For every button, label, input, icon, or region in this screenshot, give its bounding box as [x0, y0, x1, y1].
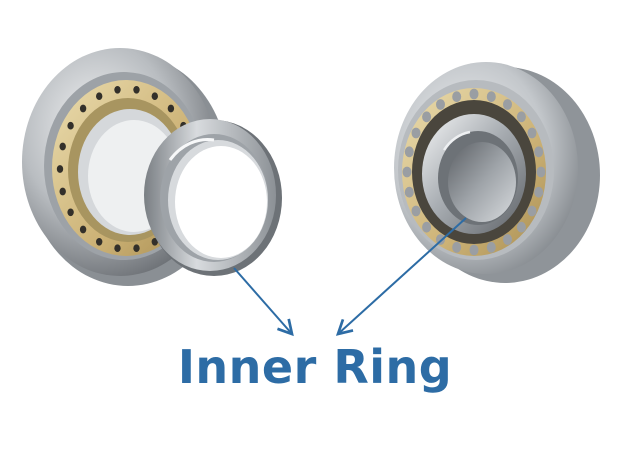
- roller: [516, 221, 526, 233]
- roller: [422, 221, 432, 233]
- roller: [79, 104, 87, 113]
- roller: [516, 111, 526, 123]
- roller: [404, 186, 414, 198]
- roller: [469, 244, 479, 256]
- roller: [411, 127, 421, 139]
- double-row-cylindrical-roller-bearing-icon: [394, 62, 600, 283]
- roller: [151, 237, 158, 246]
- roller: [469, 88, 479, 100]
- roller: [67, 208, 74, 217]
- roller: [114, 85, 121, 94]
- inner-ring-icon: [144, 119, 282, 276]
- roller: [527, 205, 537, 217]
- roller: [151, 92, 158, 101]
- roller: [436, 99, 445, 110]
- roller: [503, 99, 512, 110]
- roller: [404, 146, 414, 158]
- roller: [96, 237, 103, 246]
- roller: [536, 166, 546, 178]
- roller: [402, 166, 412, 178]
- roller: [534, 186, 544, 198]
- roller: [486, 241, 496, 253]
- roller: [133, 244, 140, 253]
- arrow-right: [335, 217, 467, 336]
- roller: [452, 91, 462, 103]
- roller: [56, 165, 64, 173]
- roller: [534, 146, 544, 158]
- roller: [411, 205, 421, 217]
- roller: [527, 127, 537, 139]
- roller-set: [402, 88, 546, 256]
- roller: [59, 142, 66, 151]
- roller: [114, 244, 121, 253]
- roller: [167, 104, 175, 113]
- roller: [133, 85, 140, 94]
- arrow-left: [233, 267, 294, 337]
- roller: [67, 121, 74, 130]
- roller: [486, 91, 496, 103]
- roller: [422, 111, 432, 123]
- roller: [452, 241, 462, 253]
- roller: [96, 92, 103, 101]
- roller: [503, 234, 512, 245]
- roller: [59, 187, 66, 196]
- inner-ring-label: Inner Ring: [177, 340, 453, 394]
- roller: [79, 225, 87, 234]
